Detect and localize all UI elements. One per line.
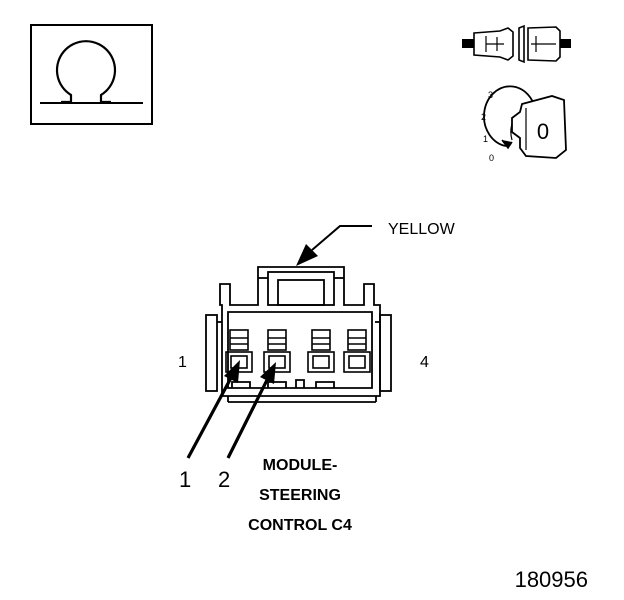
connector-name-line-3: CONTROL C4 xyxy=(248,517,352,534)
callout-number-1: 1 xyxy=(179,467,191,492)
ohm-symbol-icon xyxy=(30,24,153,125)
pin-label-left: 1 xyxy=(178,354,187,371)
callout-arrow-2 xyxy=(226,362,276,459)
callout-arrow-1 xyxy=(186,360,240,459)
wire-color-callout: YELLOW xyxy=(296,221,456,266)
terminal-cavity-3 xyxy=(307,329,335,373)
connector-name-line-2: STEERING xyxy=(259,487,341,504)
terminal-cavity-2 xyxy=(263,329,291,373)
terminal-cavity-1 xyxy=(225,329,253,373)
connector-name-line-1: MODULE- xyxy=(263,457,338,474)
ignition-key-label: 0 xyxy=(537,119,549,144)
wire-color-label: YELLOW xyxy=(388,221,456,238)
connector-disconnect-icon xyxy=(462,24,571,64)
terminal-cavity-4 xyxy=(343,329,371,373)
connector-face xyxy=(205,266,392,403)
callout-number-2: 2 xyxy=(218,467,230,492)
ignition-position-2: 2 xyxy=(481,112,486,122)
ignition-position-3: 3 xyxy=(488,90,493,100)
ignition-key-icon: 0 3 2 1 0 xyxy=(481,85,567,163)
ignition-position-0: 0 xyxy=(489,153,494,163)
pin-label-right: 4 xyxy=(420,354,429,371)
figure-number: 180956 xyxy=(515,567,588,592)
ignition-position-1: 1 xyxy=(483,134,488,144)
